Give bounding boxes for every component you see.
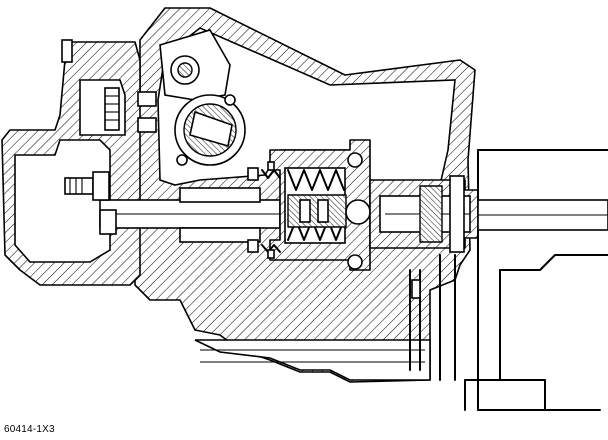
inner-piston [287,194,371,228]
adjuster-screw [64,171,117,235]
figure-reference-code: 60414-1X3 [4,424,55,435]
cam-lever-assembly [159,29,246,166]
cover-bolts [61,39,157,133]
cartridge-screws [247,161,275,259]
right-mount-frame [464,149,608,411]
plunger-shaft [99,187,281,243]
output-shaft [477,199,608,231]
valve-body [369,175,479,253]
left-cover-inner [14,139,111,263]
lower-channel [194,254,456,381]
